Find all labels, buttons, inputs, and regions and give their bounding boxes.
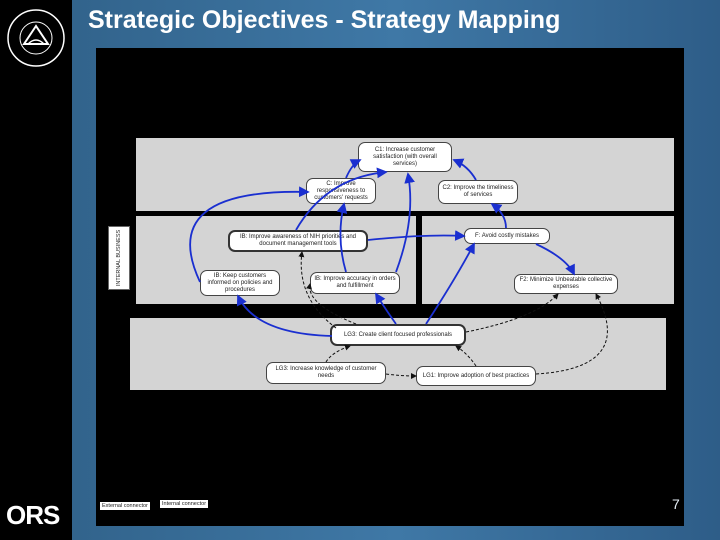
- objective-lg1-best-practices: LG1: Improve adoption of best practices: [416, 366, 536, 386]
- objective-avoid-costly-mistakes: F: Avoid costly mistakes: [464, 228, 550, 244]
- arrow-best-practices-to-lg3: [455, 345, 477, 367]
- arrow-lg3-to-improve-accuracy: [306, 283, 357, 325]
- internal-business-label: INTERNAL BUSINESS: [108, 226, 130, 290]
- arrow-lg3-to-keep-informed: [236, 294, 333, 337]
- objective-improve-accuracy: IB: Improve accuracy in orders and fulfi…: [310, 272, 400, 294]
- connector-arrows: [189, 158, 608, 379]
- arrow-knowledge-to-lg3: [325, 344, 351, 363]
- objective-lg3-client-focused: LG3: Create client focused professionals: [330, 324, 466, 346]
- arrow-timeliness-to-c1: [452, 158, 477, 181]
- ors-logo: ORS: [6, 500, 60, 530]
- arrow-best-practices-to-f2: [535, 293, 608, 375]
- arrow-avoid-to-f2: [535, 243, 575, 276]
- arrow-avoid-mistakes-to-timeliness: [490, 202, 507, 229]
- arrow-accuracy-to-c1: [395, 172, 415, 273]
- arrow-lg3-to-f2: [465, 293, 559, 333]
- arrow-responsiveness-to-c1: [345, 159, 362, 179]
- arrow-awareness-to-avoid: [367, 230, 466, 241]
- nih-seal-logo: [7, 9, 65, 67]
- legend-internal: Internal connector: [160, 500, 209, 508]
- legend-external: External connector: [100, 502, 150, 510]
- page-number: 7: [672, 496, 680, 512]
- arrow-keep-informed-to-responsiveness: [189, 186, 310, 283]
- objective-c1-customer-satisfaction: C1: Increase customer satisfaction (with…: [358, 142, 452, 172]
- slide-title: Strategic Objectives - Strategy Mapping: [88, 6, 561, 34]
- arrow-accuracy-to-responsiveness: [336, 202, 348, 273]
- arrow-awareness-to-c1: [295, 167, 388, 231]
- objective-c2-timeliness: C2: Improve the timeliness of services: [438, 180, 518, 204]
- arrow-lg3-to-avoid: [425, 242, 475, 325]
- strategy-map-panel: INTERNAL BUSINESS C1: Increase customer …: [96, 48, 684, 526]
- arrow-lg3-to-accuracy: [375, 292, 397, 325]
- sidebar: ORS: [0, 0, 72, 540]
- objective-improve-awareness: IB: Improve awareness of NIH priorities …: [228, 230, 368, 252]
- arrow-lg3-to-awareness: [298, 251, 337, 329]
- arrow-knowledge-to-best-practices: [385, 372, 417, 379]
- objective-lg3-customer-knowledge: LG3: Increase knowledge of customer need…: [266, 362, 386, 384]
